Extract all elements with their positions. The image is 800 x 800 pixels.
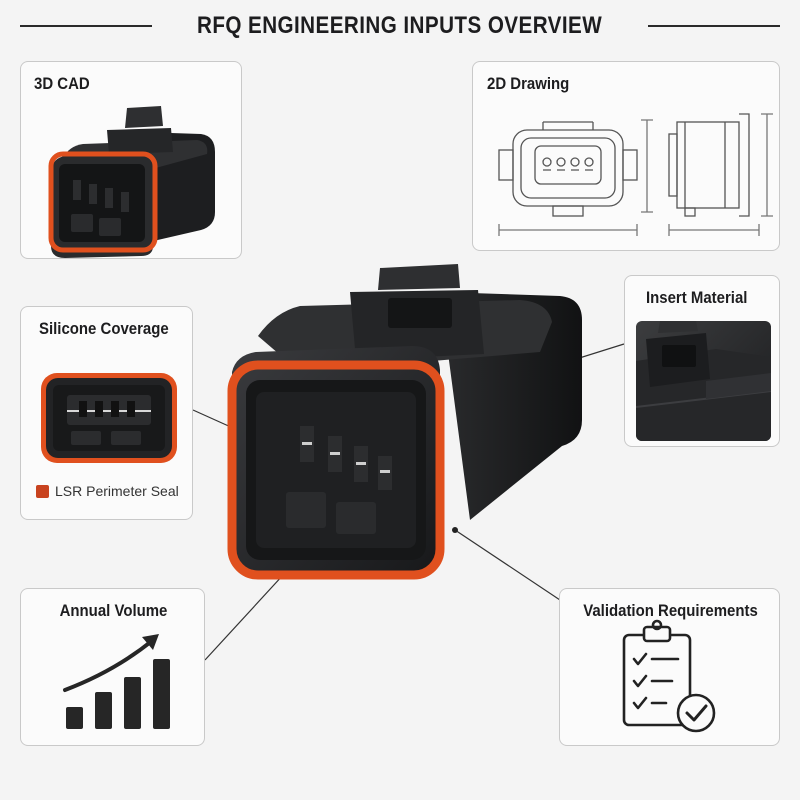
card-title-annual-volume: Annual Volume (59, 601, 168, 620)
card-title-insert-material: Insert Material (646, 288, 748, 307)
insert-latch-icon (636, 321, 771, 441)
technical-drawing-icon (498, 113, 773, 236)
title-rule-left (20, 25, 153, 27)
card-title-silicone-coverage: Silicone Coverage (39, 319, 169, 338)
seal-legend-swatch (36, 484, 49, 498)
leader-dot-validation (452, 527, 458, 533)
card-silicone-coverage[interactable]: Silicone Coverage LSR Perimeter Seal (20, 306, 193, 520)
card-validation-requirements[interactable]: Validation Requirements (559, 588, 780, 746)
card-insert-material[interactable]: Insert Material (624, 275, 780, 447)
insert-material-closeup (636, 321, 771, 441)
card-3d-cad[interactable]: 3D CAD (20, 61, 242, 259)
checklist-clipboard-icon (622, 619, 716, 733)
leader-line-validation (454, 529, 561, 601)
title-rule-right (647, 25, 780, 27)
title-row: RFQ ENGINEERING INPUTS OVERVIEW (0, 8, 800, 44)
page-title: RFQ ENGINEERING INPUTS OVERVIEW (197, 12, 603, 39)
seal-front-view-icon (41, 373, 177, 463)
seal-legend-label: LSR Perimeter Seal (55, 483, 179, 499)
leader-line-silicone (192, 409, 234, 429)
card-title-validation-requirements: Validation Requirements (583, 601, 758, 620)
card-annual-volume[interactable]: Annual Volume (20, 588, 205, 746)
growth-bar-chart-icon (63, 634, 170, 729)
card-title-2d-drawing: 2D Drawing (487, 74, 570, 93)
card-title-3d-cad: 3D CAD (34, 74, 90, 93)
card-2d-drawing[interactable]: 2D Drawing (472, 61, 780, 251)
cad-model-icon (48, 106, 215, 258)
seal-legend: LSR Perimeter Seal (36, 483, 179, 499)
